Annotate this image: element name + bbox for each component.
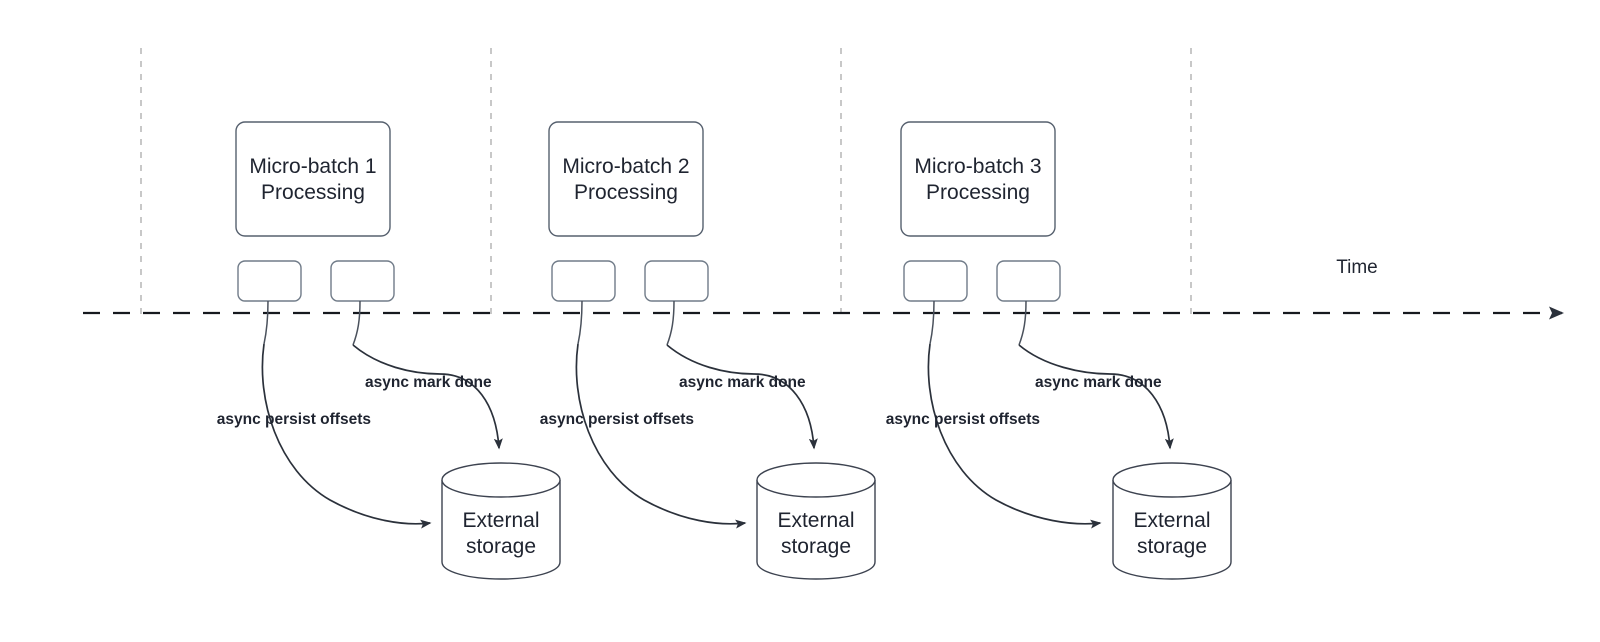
time-axis-label: Time: [1336, 257, 1378, 278]
micro-batch-1-tick-start-connector: [263, 300, 269, 345]
micro-batch-1-persist-offsets-arrow: [261, 343, 432, 529]
micro-batch-2-tick-end-connector: [666, 300, 675, 346]
micro-batch-3-cylinder-label-line2: storage: [1137, 535, 1207, 558]
micro-batch-group-1: Micro-batch 1 Processing async persist o…: [217, 121, 561, 580]
micro-batch-1-cylinder-body: [441, 480, 561, 580]
time-axis: Time: [83, 257, 1564, 320]
micro-batch-3-tick-end[interactable]: [996, 260, 1061, 302]
micro-batch-2-mark-done-label: async mark done: [679, 374, 806, 391]
micro-batch-2-tick-start-connector: [577, 300, 583, 345]
micro-batch-1-cylinder-top: [441, 462, 561, 498]
micro-batch-1-tick-end-connector: [352, 300, 361, 346]
micro-batch-2-persist-offsets-arrow: [575, 343, 747, 529]
micro-batch-2-external-storage[interactable]: External storage: [756, 462, 876, 580]
micro-batch-1-cylinder-label-line1: External: [462, 509, 539, 532]
micro-batch-3-box-label-line2: Processing: [926, 181, 1030, 204]
micro-batch-1-cylinder-label-line2: storage: [466, 535, 536, 558]
micro-batch-3-box[interactable]: [900, 121, 1056, 237]
micro-batch-1-mark-done-label: async mark done: [365, 374, 492, 391]
micro-batch-3-cylinder-top: [1112, 462, 1232, 498]
guide-lines: [140, 48, 1192, 316]
micro-batch-group-2: Micro-batch 2 Processing async persist o…: [540, 121, 876, 580]
micro-batch-1-tick-start[interactable]: [237, 260, 302, 302]
micro-batch-1-box-label-line2: Processing: [261, 181, 365, 204]
micro-batch-3-mark-done-label: async mark done: [1035, 374, 1162, 391]
micro-batch-3-persist-offsets-label: async persist offsets: [886, 411, 1040, 428]
micro-batch-2-tick-start[interactable]: [551, 260, 616, 302]
micro-batch-1-external-storage[interactable]: External storage: [441, 462, 561, 580]
micro-batch-2-cylinder-top: [756, 462, 876, 498]
micro-batch-2-cylinder-body: [756, 480, 876, 580]
micro-batch-2-cylinder-label-line1: External: [777, 509, 854, 532]
micro-batch-group-3: Micro-batch 3 Processing async persist o…: [886, 121, 1232, 580]
micro-batch-3-cylinder-body: [1112, 480, 1232, 580]
micro-batch-1-persist-offsets-label: async persist offsets: [217, 411, 371, 428]
micro-batch-3-tick-end-connector: [1018, 300, 1027, 346]
micro-batch-2-box-label-line1: Micro-batch 2: [562, 155, 689, 178]
micro-batch-2-box[interactable]: [548, 121, 704, 237]
micro-batch-2-persist-offsets-label: async persist offsets: [540, 411, 694, 428]
micro-batch-3-cylinder-label-line1: External: [1133, 509, 1210, 532]
micro-batch-2-cylinder-label-line2: storage: [781, 535, 851, 558]
micro-batch-3-mark-done-arrow: [1018, 344, 1174, 450]
micro-batch-2-box-label-line2: Processing: [574, 181, 678, 204]
micro-batch-1-tick-end[interactable]: [330, 260, 395, 302]
micro-batch-1-box-label-line1: Micro-batch 1: [249, 155, 376, 178]
micro-batch-3-external-storage[interactable]: External storage: [1112, 462, 1232, 580]
micro-batch-2-tick-end[interactable]: [644, 260, 709, 302]
micro-batch-3-box-label-line1: Micro-batch 3: [914, 155, 1041, 178]
micro-batch-1-box[interactable]: [235, 121, 391, 237]
micro-batch-3-persist-offsets-arrow: [927, 343, 1102, 529]
micro-batch-3-tick-start[interactable]: [903, 260, 968, 302]
micro-batch-1-mark-done-arrow: [352, 344, 503, 450]
micro-batch-2-mark-done-arrow: [666, 344, 818, 450]
micro-batch-3-tick-start-connector: [929, 300, 935, 345]
